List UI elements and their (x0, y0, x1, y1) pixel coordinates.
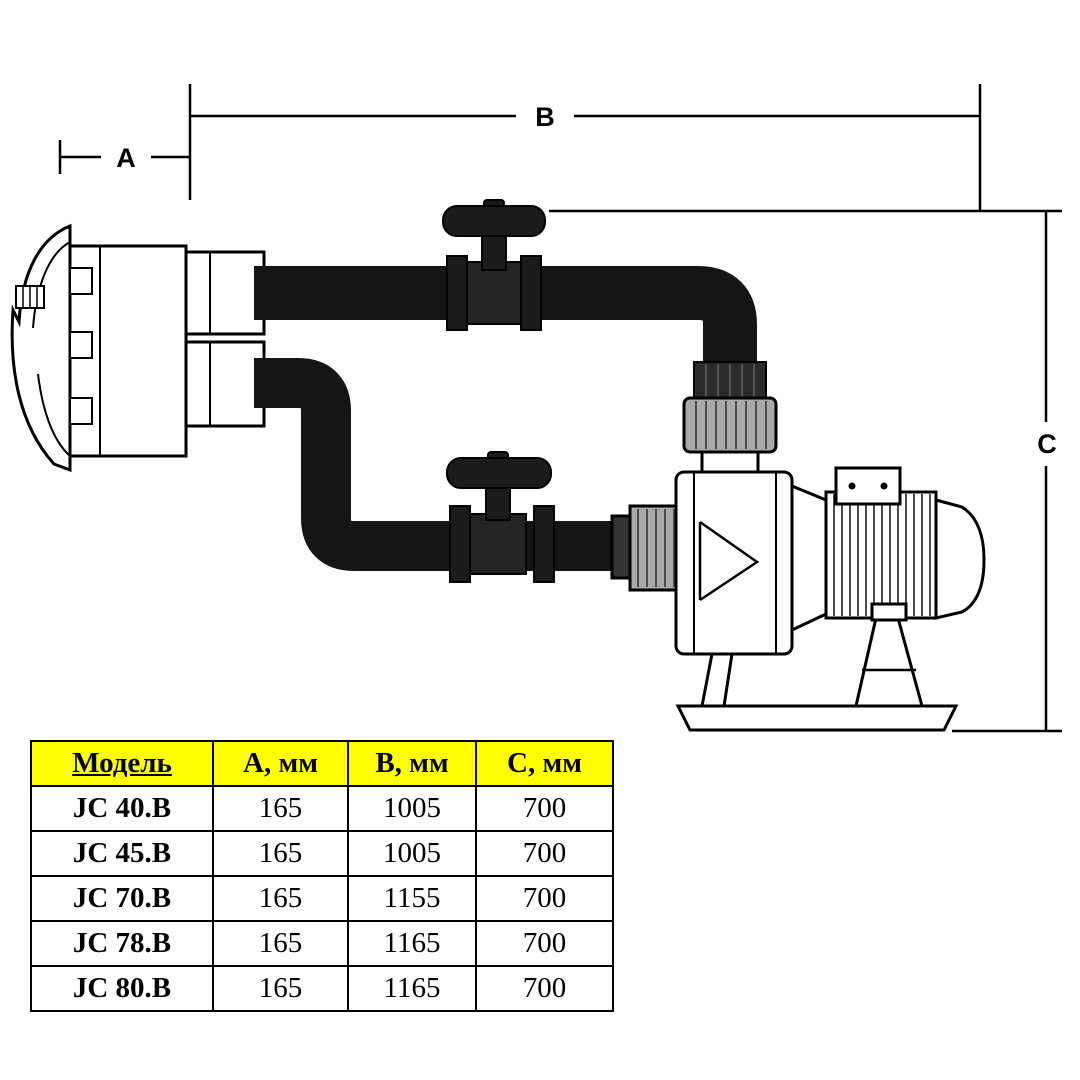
cell-b: 1155 (347, 875, 477, 922)
pump-inlet-coupling (610, 504, 682, 592)
header-c-mm: С, мм (475, 740, 614, 787)
cell-model: JC 70.B (30, 875, 214, 922)
dim-a-label: A (116, 143, 136, 173)
dim-b-label: B (535, 102, 555, 132)
pump-stand (700, 602, 924, 707)
cell-a: 165 (212, 920, 349, 967)
header-a-mm: А, мм (212, 740, 349, 787)
bottom-valve-handle (446, 457, 552, 489)
dimension-c (549, 209, 1062, 733)
cell-model: JC 40.B (30, 785, 214, 832)
motor-end-cap (934, 498, 986, 620)
pump-diagram-svg: B A C (10, 84, 1062, 733)
cell-a: 165 (212, 875, 349, 922)
table-row: JC 78.B 165 1165 700 (30, 920, 614, 967)
table-header-row: Модель А, мм В, мм С, мм (30, 740, 614, 787)
cell-b: 1005 (347, 830, 477, 877)
cell-b: 1165 (347, 965, 477, 1012)
cell-a: 165 (212, 965, 349, 1012)
dimensions-table: Модель А, мм В, мм С, мм JC 40.B 165 100… (30, 740, 614, 1012)
bottom-valve (446, 451, 555, 583)
bottom-pipe (254, 358, 642, 571)
header-b-mm: В, мм (347, 740, 477, 787)
pump-diagram: B A C (10, 84, 1062, 733)
top-valve (442, 199, 546, 331)
cell-model: JC 78.B (30, 920, 214, 967)
cell-c: 700 (475, 785, 614, 832)
cell-c: 700 (475, 920, 614, 967)
cell-b: 1005 (347, 785, 477, 832)
dimension-b (188, 84, 982, 211)
cell-a: 165 (212, 785, 349, 832)
cell-c: 700 (475, 830, 614, 877)
cell-c: 700 (475, 965, 614, 1012)
coupling-nut (682, 361, 778, 476)
dim-c-label: C (1037, 429, 1057, 459)
table-row: JC 80.B 165 1165 700 (30, 965, 614, 1012)
cell-model: JC 45.B (30, 830, 214, 877)
cell-a: 165 (212, 830, 349, 877)
terminal-box (834, 466, 902, 506)
top-pipe (254, 266, 757, 400)
pump-casing (674, 470, 794, 656)
table-row: JC 40.B 165 1005 700 (30, 785, 614, 832)
air-nipple (15, 285, 45, 309)
cell-b: 1165 (347, 920, 477, 967)
pump-transition (790, 483, 828, 633)
jet-fixture (10, 223, 266, 473)
header-model-label: Модель (72, 747, 172, 779)
cell-c: 700 (475, 875, 614, 922)
dimensions-table-wrap: Модель А, мм В, мм С, мм JC 40.B 165 100… (30, 740, 614, 1012)
cell-model: JC 80.B (30, 965, 214, 1012)
table-row: JC 45.B 165 1005 700 (30, 830, 614, 877)
header-model: Модель (30, 740, 214, 787)
top-valve-handle (442, 205, 546, 237)
base-plate (675, 704, 959, 732)
motor (824, 490, 938, 620)
table-row: JC 70.B 165 1155 700 (30, 875, 614, 922)
dimension-a (58, 140, 190, 174)
pump (610, 466, 986, 732)
